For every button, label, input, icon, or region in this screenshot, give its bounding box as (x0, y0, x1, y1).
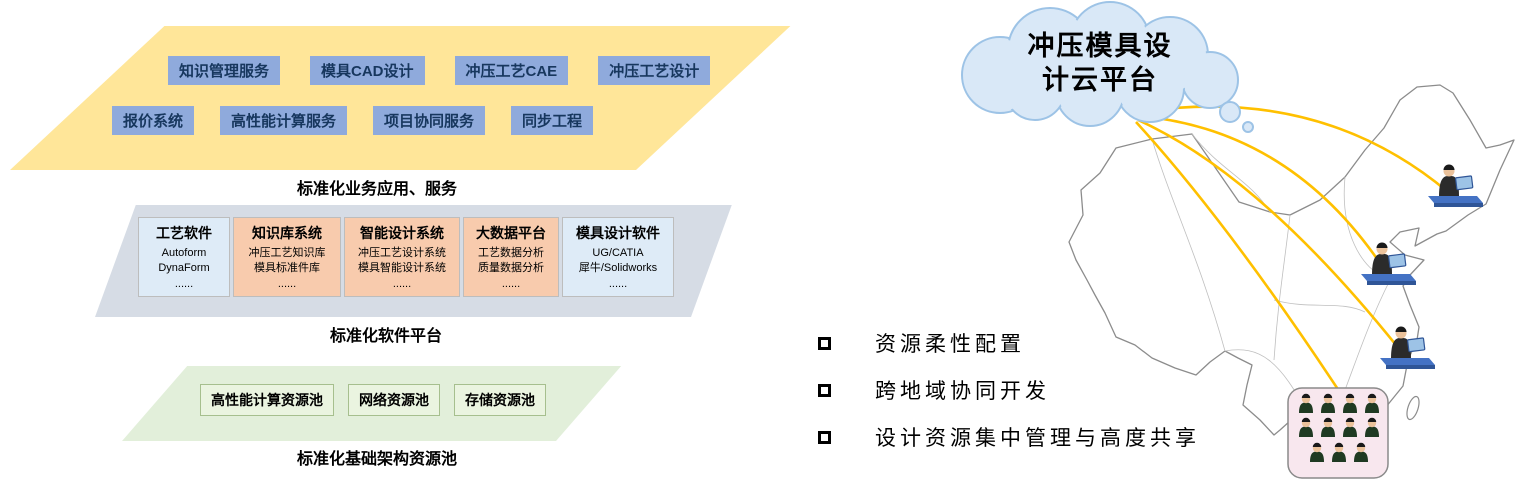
bullet-item: 跨地域协同开发 (818, 377, 1200, 403)
service-box: 冲压工艺CAE (454, 56, 569, 85)
bullet-text: 资源柔性配置 (875, 332, 1025, 356)
service-box: 知识管理服务 (168, 56, 281, 85)
business-services-row-1: 知识管理服务 模具CAD设计 冲压工艺CAE 冲压工艺设计 (168, 56, 711, 85)
people-group-icon (1287, 387, 1389, 479)
bullet-text: 设计资源集中管理与高度共享 (875, 426, 1200, 450)
infra-layer-label: 标准化基础架构资源池 (297, 451, 458, 468)
card-title: 工艺软件 (156, 225, 212, 241)
service-box: 模具CAD设计 (310, 56, 425, 85)
cloud-platform-title: 冲压模具设 计云平台 (990, 30, 1210, 98)
taiwan-island (1406, 395, 1420, 421)
card-title: 智能设计系统 (360, 225, 444, 241)
business-layer-shape (10, 26, 791, 170)
resource-pool-box: 高性能计算资源池 (200, 384, 334, 416)
bullet-item: 设计资源集中管理与高度共享 (818, 424, 1200, 450)
bullet-text: 跨地域协同开发 (875, 379, 1050, 403)
cloud-icon (961, 1, 1254, 133)
software-layer-label: 标准化软件平台 (330, 328, 443, 345)
square-bullet-icon (818, 336, 831, 350)
card-title: 模具设计软件 (576, 225, 660, 241)
service-box: 同步工程 (511, 106, 594, 135)
service-box: 高性能计算服务 (220, 106, 348, 135)
software-card: 模具设计软件 UG/CATIA 犀牛/Solidworks ...... (562, 217, 674, 298)
bullet-item: 资源柔性配置 (818, 330, 1200, 356)
cloud-title-line1: 冲压模具设 (1027, 31, 1173, 61)
connector-lines (1135, 105, 1449, 401)
service-box: 项目协同服务 (373, 106, 486, 135)
service-box: 报价系统 (112, 106, 195, 135)
resource-pool-box: 网络资源池 (348, 384, 440, 416)
square-bullet-icon (818, 430, 831, 444)
software-card: 知识库系统 冲压工艺知识库 模具标准件库 ...... (233, 217, 341, 298)
software-card: 大数据平台 工艺数据分析 质量数据分析 ...... (463, 217, 559, 298)
software-card: 工艺软件 Autoform DynaForm ...... (138, 217, 230, 298)
card-title: 大数据平台 (476, 225, 546, 241)
resource-pool-box: 存储资源池 (454, 384, 546, 416)
feature-bullet-list: 资源柔性配置 跨地域协同开发 设计资源集中管理与高度共享 (818, 330, 1200, 450)
infra-pools-row: 高性能计算资源池 网络资源池 存储资源池 (200, 384, 546, 416)
service-box: 冲压工艺设计 (598, 56, 711, 85)
card-title: 知识库系统 (252, 225, 322, 241)
software-card: 智能设计系统 冲压工艺设计系统 模具智能设计系统 ...... (344, 217, 460, 298)
software-cards-row: 工艺软件 Autoform DynaForm ...... 知识库系统 冲压工艺… (138, 217, 674, 298)
business-layer-label: 标准化业务应用、服务 (297, 181, 458, 198)
cloud-title-line2: 计云平台 (1042, 64, 1158, 95)
square-bullet-icon (818, 383, 831, 397)
business-services-row-2: 报价系统 高性能计算服务 项目协同服务 同步工程 (112, 106, 594, 135)
right-panel-graphic (961, 1, 1515, 479)
